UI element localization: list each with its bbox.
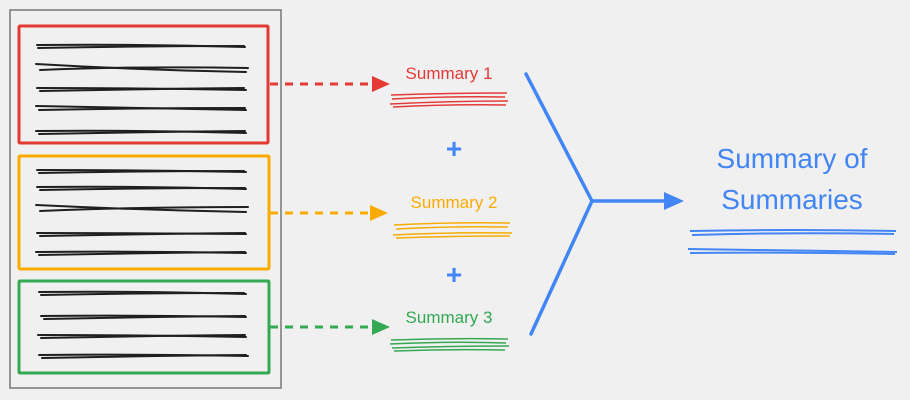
dashed-arrow-1 [270, 76, 390, 92]
summary-1-underline [389, 92, 509, 108]
summary-label-2: Summary 2 [411, 193, 498, 212]
dashed-arrow-2 [270, 205, 388, 221]
document-frame [9, 9, 282, 389]
chunk-3-scribble-lines [37, 290, 249, 359]
document-chunk-1 [17, 24, 270, 145]
document-chunk-2 [17, 154, 271, 271]
summary-2-underline [392, 222, 513, 239]
chunk-2-box [17, 154, 271, 271]
result-title-line-2: Summaries [721, 184, 863, 215]
plus-sign-1: + [446, 133, 462, 164]
chunk-1-box [17, 24, 270, 145]
merge-connector [524, 72, 670, 336]
plus-sign-2: + [446, 259, 462, 290]
result-underline [687, 229, 898, 255]
chunk-2-scribble-lines [35, 169, 249, 256]
chunk-1-scribble-lines [35, 43, 249, 135]
merge-arrowhead [664, 192, 684, 210]
summary-3-underline [389, 337, 510, 352]
chunk-3-box [17, 279, 271, 375]
result-title-line-1: Summary of [717, 143, 868, 174]
summary-label-1: Summary 1 [406, 64, 493, 83]
summary-label-3: Summary 3 [406, 308, 493, 327]
dashed-arrow-3 [270, 319, 390, 335]
document-chunk-3 [17, 279, 271, 375]
